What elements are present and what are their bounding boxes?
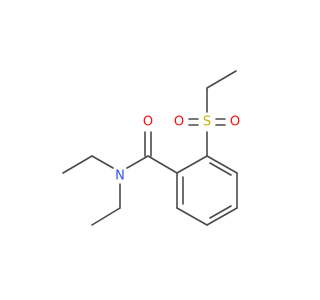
bonds (62, 70, 238, 226)
bond-n-ch2-upper (91, 155, 114, 169)
atom-label-sulfonyl-oxygen-right: O (230, 115, 240, 130)
atom-label-sulfonyl-oxygen-left: O (174, 115, 184, 130)
bond-ring-c1-c2 (176, 155, 208, 174)
bond-carbonyl-n (126, 155, 149, 169)
bond-ch2-ch3-s (206, 70, 237, 89)
molecule-structure-diagram: N O S O O (0, 0, 300, 300)
atom-label-nitrogen: N (115, 169, 125, 184)
atom-label-sulfur: S (203, 115, 211, 130)
bond-ring-inner-2 (209, 205, 232, 219)
bond-ch2-ch3-lower (91, 207, 121, 226)
bond-ring-c4-c5 (206, 207, 238, 226)
canvas-background (0, 0, 300, 300)
bond-ring-c5-c6 (176, 207, 208, 226)
atom-label-carbonyl-oxygen: O (143, 115, 153, 130)
bond-ring-inner-1 (209, 162, 232, 176)
atom-labels: N O S O O (115, 115, 240, 184)
bond-ch2-ch3-upper (62, 155, 93, 174)
bond-ring-c2-c3 (206, 155, 238, 174)
bond-c1-carbonyl (147, 155, 178, 174)
